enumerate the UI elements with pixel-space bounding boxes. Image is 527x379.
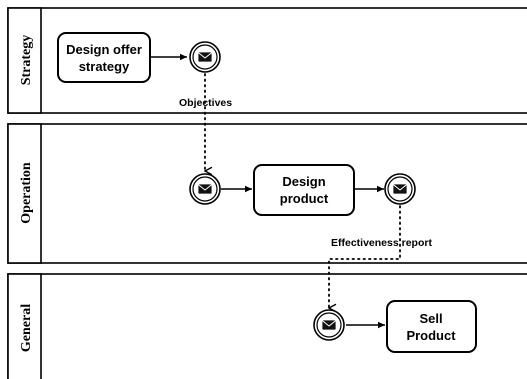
general-receive-event <box>313 309 345 341</box>
lane-label-operation: Operation <box>19 162 34 224</box>
task-design-product[interactable]: Design product <box>253 164 355 216</box>
envelope-icon <box>321 319 337 331</box>
task-design-offer-strategy[interactable]: Design offer strategy <box>57 32 151 83</box>
lane-label-general: General <box>19 304 34 352</box>
envelope-icon <box>197 51 213 63</box>
operation-send-event <box>384 173 416 205</box>
task-label-line-1: Design <box>282 174 325 189</box>
lane-general: General <box>7 273 527 379</box>
task-label-line-2: strategy <box>79 59 130 74</box>
task-label-line-1: Design offer <box>66 42 142 57</box>
message-flow-label-effectiveness-report: Effectiveness report <box>331 237 432 249</box>
envelope-icon <box>392 183 408 195</box>
message-flow-effectiveness-report <box>329 205 401 308</box>
task-label-line-2: Product <box>406 328 456 343</box>
task-sell-product[interactable]: Sell Product <box>386 300 477 353</box>
envelope-icon <box>197 183 213 195</box>
operation-receive-event <box>189 173 221 205</box>
strategy-send-event <box>189 41 221 73</box>
lane-label-strategy: Strategy <box>19 35 34 86</box>
task-label-line-1: Sell <box>419 311 442 326</box>
task-label-line-2: product <box>280 191 329 206</box>
message-flow-label-objectives: Objectives <box>179 97 232 109</box>
